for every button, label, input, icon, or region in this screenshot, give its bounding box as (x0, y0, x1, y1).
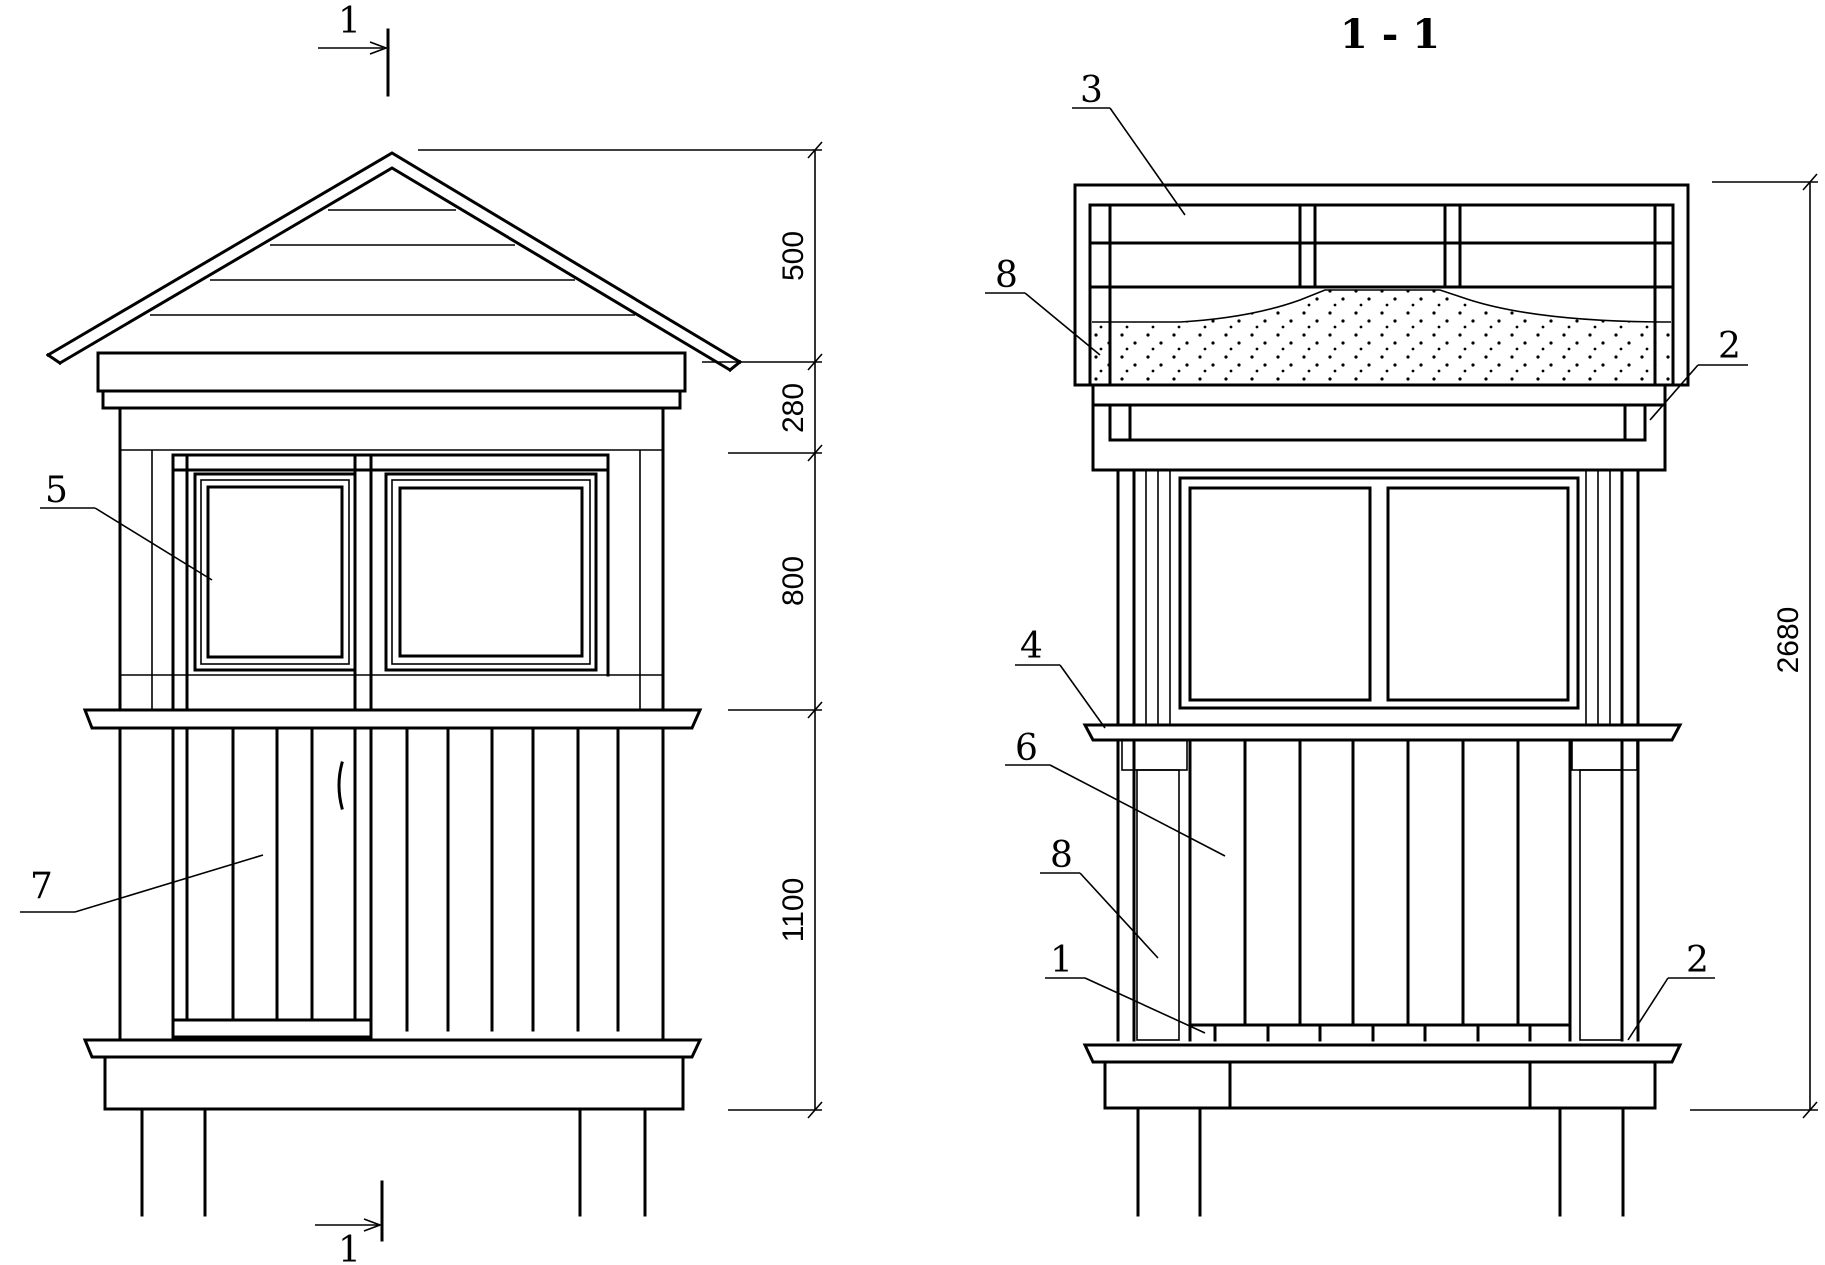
hatched-beam-right (1528, 1060, 1657, 1110)
window-right (384, 472, 598, 672)
lower-wall-planks (231, 726, 620, 1032)
section-walls (1116, 468, 1640, 1042)
svg-text:7: 7 (30, 866, 53, 907)
svg-text:6: 6 (1015, 728, 1038, 769)
dimension-chain: 500 280 800 1100 (418, 141, 823, 1119)
section-cut-marker-top: 1 (318, 1, 390, 97)
hatched-beam-left (1103, 1060, 1232, 1110)
callout-insulation-top: 8 (985, 255, 1101, 356)
dimension-lower-zone: 1100 (777, 878, 810, 943)
sill-board-front (82, 708, 703, 730)
svg-text:8: 8 (995, 255, 1018, 296)
window-left (193, 472, 357, 672)
callout-roof-slab: 3 (1072, 70, 1186, 216)
base-board (82, 1038, 703, 1059)
callout-framing-bar-bottom: 2 (1627, 940, 1715, 1041)
section-window (1178, 476, 1580, 710)
section-view: 1 - 1 (985, 11, 1818, 1217)
insulation-floor (1228, 1060, 1532, 1110)
roof-fascia-lower (101, 389, 682, 410)
dimension-total-height: 2680 (1772, 607, 1805, 674)
section-support-legs (1136, 1106, 1625, 1217)
svg-text:2: 2 (1718, 326, 1741, 367)
hatched-post-right (1571, 739, 1638, 771)
callout-window: 5 (40, 470, 213, 581)
base-board-section (1082, 1043, 1683, 1064)
dimension-total: 2680 (1690, 173, 1818, 1119)
svg-text:8: 8 (1050, 835, 1073, 876)
roof-framing (1091, 383, 1667, 472)
svg-text:2: 2 (1686, 940, 1709, 981)
floor-joists (1188, 1023, 1572, 1042)
callout-door: 7 (20, 854, 264, 913)
callout-wall-planks: 6 (1005, 728, 1226, 857)
door-threshold (171, 1018, 373, 1039)
section-wall-planks (1243, 738, 1520, 1027)
insulation-left (1136, 769, 1180, 1041)
front-elevation: 1 1 (20, 1, 823, 1265)
roof-fascia (96, 351, 687, 393)
support-legs (140, 1107, 647, 1217)
svg-text:1: 1 (1050, 940, 1073, 981)
section-mark-label: 1 (338, 1, 361, 42)
dimension-fascia: 280 (777, 383, 810, 433)
dimension-roof: 500 (777, 231, 810, 281)
svg-text:5: 5 (45, 470, 68, 511)
dimension-window-zone: 800 (777, 556, 810, 606)
door-frame (171, 453, 610, 1032)
base-beam (103, 1055, 685, 1111)
svg-text:3: 3 (1080, 70, 1103, 111)
section-cut-marker-bottom: 1 (315, 1180, 384, 1265)
sill-board-section (1082, 723, 1683, 742)
gable-roof (45, 151, 743, 373)
section-title: 1 - 1 (1340, 11, 1440, 58)
callout-sill-board: 4 (1015, 626, 1106, 729)
roof-slab (1073, 183, 1690, 387)
hatched-post-left (1121, 739, 1188, 771)
callout-framing-bar-top: 2 (1649, 326, 1748, 421)
svg-text:4: 4 (1020, 626, 1043, 667)
section-mark-label: 1 (338, 1230, 361, 1265)
callout-floor-joist: 1 (1045, 940, 1206, 1034)
insulation-right (1579, 769, 1623, 1041)
callout-insulation-side: 8 (1040, 835, 1159, 959)
